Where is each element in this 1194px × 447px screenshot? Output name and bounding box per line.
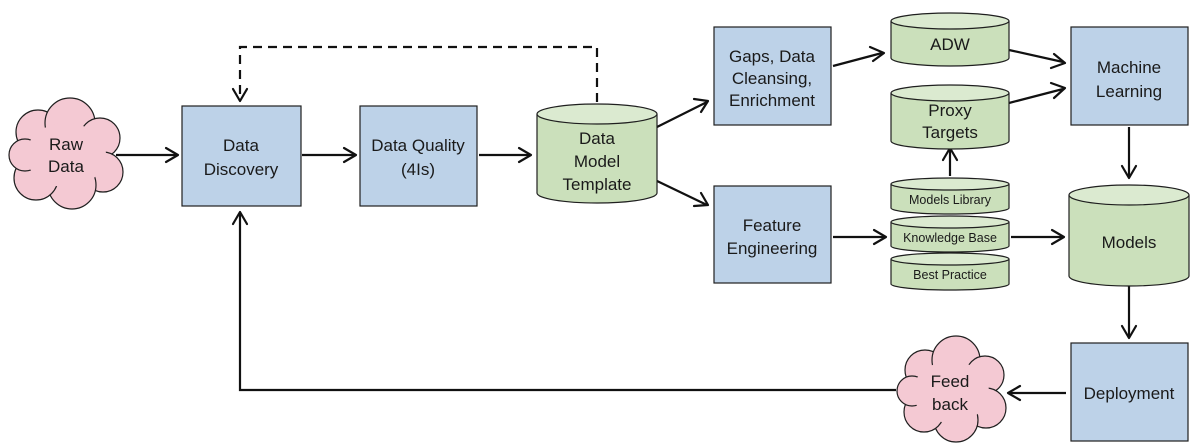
raw-data-label-2: Data [48, 157, 84, 176]
knowledge-base-cylinder: Knowledge Base [890, 215, 1010, 253]
template-label-1: Data [579, 129, 615, 148]
raw-data-cloud: Raw Data [8, 97, 124, 210]
connectors [116, 45, 1138, 402]
proxy-targets-cylinder: Proxy Targets [890, 84, 1010, 150]
adw-cylinder: ADW [890, 12, 1010, 67]
data-quality-label-1: Data Quality [371, 136, 465, 155]
knowledge-base-label: Knowledge Base [903, 231, 997, 245]
proxy-label-2: Targets [922, 123, 978, 142]
deployment-box: Deployment [1070, 342, 1189, 442]
data-discovery-box: Data Discovery [181, 105, 302, 207]
feature-eng-label-2: Engineering [727, 239, 818, 258]
data-discovery-label-2: Discovery [204, 160, 279, 179]
ml-label-2: Learning [1096, 82, 1162, 101]
gaps-label-1: Gaps, Data [729, 47, 816, 66]
feedback-label-2: back [932, 395, 968, 414]
gaps-label-2: Cleansing, [732, 69, 812, 88]
models-library-label: Models Library [909, 193, 992, 207]
edge-feedback-to-discovery [238, 214, 896, 392]
data-discovery-label-1: Data [223, 136, 259, 155]
feedback-label-1: Feed [931, 372, 970, 391]
data-quality-box: Data Quality (4Is) [359, 105, 478, 207]
gaps-cleansing-box: Gaps, Data Cleansing, Enrichment [713, 26, 832, 126]
raw-data-label-1: Raw [49, 135, 84, 154]
edge-template-to-feature [654, 179, 708, 206]
edge-gaps-to-adw [832, 51, 883, 68]
edge-adw-to-ml [1008, 48, 1064, 64]
edge-template-to-gaps [654, 101, 708, 129]
models-label: Models [1102, 233, 1157, 252]
gaps-label-3: Enrichment [729, 91, 815, 110]
best-practice-cylinder: Best Practice [890, 252, 1010, 291]
best-practice-label: Best Practice [913, 268, 987, 282]
template-label-3: Template [563, 175, 632, 194]
feature-eng-label-1: Feature [743, 216, 802, 235]
feature-engineering-box: Feature Engineering [713, 185, 832, 284]
edge-template-to-discovery-dashed [238, 45, 599, 102]
edge-proxy-to-ml [1008, 87, 1064, 105]
template-label-2: Model [574, 152, 620, 171]
data-quality-label-2: (4Is) [401, 160, 435, 179]
adw-label: ADW [930, 35, 970, 54]
models-cylinder: Models [1068, 184, 1190, 287]
proxy-label-1: Proxy [928, 101, 972, 120]
models-library-cylinder: Models Library [890, 177, 1010, 215]
data-model-template-cylinder: Data Model Template [536, 103, 658, 204]
deployment-label: Deployment [1084, 384, 1175, 403]
feedback-cloud: Feed back [896, 335, 1007, 443]
ml-label-1: Machine [1097, 58, 1161, 77]
machine-learning-box: Machine Learning [1070, 26, 1189, 126]
